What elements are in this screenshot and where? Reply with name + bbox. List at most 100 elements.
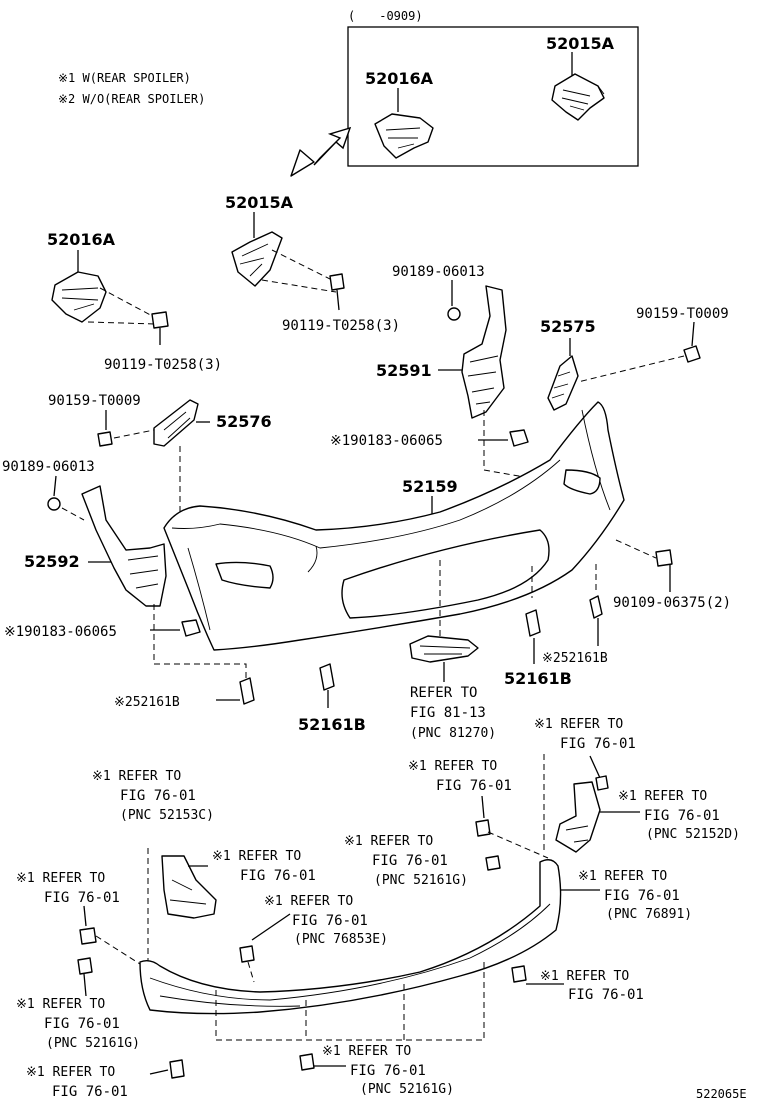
inset-period-label: ( -0909) xyxy=(348,9,423,23)
ref-r7-l2: FIG 76-01 xyxy=(604,888,680,904)
ref-r9-l3: (PNC 76853E) xyxy=(294,932,388,947)
clip-90189-right xyxy=(447,307,461,321)
ref-r3-l3: (PNC 52152D) xyxy=(646,827,740,842)
inset-box: ( -0909) 52015A 52016A xyxy=(347,9,639,167)
ref-r3-l1: ※1 REFER TO xyxy=(618,789,707,804)
label-90183-right: ※190183-06065 xyxy=(330,433,443,449)
arrow-head xyxy=(290,149,315,177)
fastener-r10 xyxy=(511,965,527,983)
bolt-90119-a xyxy=(329,273,345,291)
ref-r13-l2: FIG 76-01 xyxy=(52,1084,128,1100)
inset-part-52016a: 52016A xyxy=(365,69,434,88)
label-52161b-mid: 52161B xyxy=(504,669,572,688)
clip-90183-right xyxy=(509,429,529,447)
ref-r11-l2: FIG 76-01 xyxy=(44,1016,120,1032)
ref-fig8113-l2: FIG 81-13 xyxy=(410,705,486,721)
note-w-spoiler: ※1 W(REAR SPOILER) xyxy=(58,71,191,85)
clip-90183-left xyxy=(181,619,201,637)
ref-r2-l2: FIG 76-01 xyxy=(436,778,512,794)
bracket-52015a xyxy=(231,231,283,287)
diagram-id: 522065E xyxy=(696,1087,747,1101)
fastener-52161b-mid xyxy=(525,609,541,637)
fastener-52161b-left xyxy=(239,677,255,705)
label-90189-right: 90189-06013 xyxy=(392,264,485,280)
ref-r9-l2: FIG 76-01 xyxy=(292,913,368,929)
clip-r1 xyxy=(595,775,609,791)
ref-r4-l2: FIG 76-01 xyxy=(120,788,196,804)
label-52575: 52575 xyxy=(540,317,596,336)
inset-bracket-52015a xyxy=(551,73,605,121)
label-52159: 52159 xyxy=(402,477,458,496)
fastener-52161b-center xyxy=(319,663,335,691)
ref-r12-l1: ※1 REFER TO xyxy=(322,1044,411,1059)
fastener-r12 xyxy=(299,1053,315,1071)
fastener-r11 xyxy=(77,957,93,975)
ref-r6-l1: ※1 REFER TO xyxy=(212,849,301,864)
inset-part-52015a: 52015A xyxy=(546,34,615,53)
label-90119-b: 90119-T0258(3) xyxy=(104,357,222,373)
bracket-52016a xyxy=(51,271,107,323)
fastener-r2 xyxy=(475,819,491,837)
fastener-r5 xyxy=(485,855,501,871)
label-52161b-left: ※252161B xyxy=(114,695,180,710)
bracket-r3 xyxy=(555,781,601,853)
bumper-cover-52159 xyxy=(163,401,625,651)
fastener-52161b-right xyxy=(589,595,603,619)
ref-r5-l3: (PNC 52161G) xyxy=(374,873,468,888)
bracket-r4 xyxy=(161,855,217,919)
ref-r13-l1: ※1 REFER TO xyxy=(26,1065,115,1080)
screw-90159-right xyxy=(683,345,701,363)
label-52591: 52591 xyxy=(376,361,432,380)
direction-arrow xyxy=(313,126,352,166)
bracket-52591 xyxy=(461,285,507,419)
rear-spoiler xyxy=(139,859,562,1015)
ref-r4-l1: ※1 REFER TO xyxy=(92,769,181,784)
bracket-52592 xyxy=(81,485,167,607)
label-52016a: 52016A xyxy=(47,230,116,249)
label-52592: 52592 xyxy=(24,552,80,571)
note-wo-spoiler: ※2 W/O(REAR SPOILER) xyxy=(58,92,205,106)
ref-r1-l2: FIG 76-01 xyxy=(560,736,636,752)
retainer-52575 xyxy=(547,355,579,411)
ref-r12-l2: FIG 76-01 xyxy=(350,1063,426,1079)
ref-r8-l2: FIG 76-01 xyxy=(44,890,120,906)
ref-r10-l2: FIG 76-01 xyxy=(568,987,644,1003)
ref-r8-l1: ※1 REFER TO xyxy=(16,871,105,886)
label-90119-a: 90119-T0258(3) xyxy=(282,318,400,334)
ref-r5-l1: ※1 REFER TO xyxy=(344,834,433,849)
label-90189-left: 90189-06013 xyxy=(2,459,95,475)
ref-fig8113-l3: (PNC 81270) xyxy=(410,726,496,741)
ref-r2-l1: ※1 REFER TO xyxy=(408,759,497,774)
ref-r6-l2: FIG 76-01 xyxy=(240,868,316,884)
ref-r3-l2: FIG 76-01 xyxy=(644,808,720,824)
inset-bracket-52016a xyxy=(374,113,434,159)
label-52015a: 52015A xyxy=(225,193,294,212)
ref-r1-l1: ※1 REFER TO xyxy=(534,717,623,732)
label-90109: 90109-06375(2) xyxy=(613,595,731,611)
label-90159-right: 90159-T0009 xyxy=(636,306,729,322)
label-90159-left: 90159-T0009 xyxy=(48,393,141,409)
retainer-52576 xyxy=(153,399,199,447)
fastener-r8 xyxy=(79,927,97,945)
clip-r9 xyxy=(239,945,255,963)
bolt-90119-b xyxy=(151,311,169,329)
ref-r9-l1: ※1 REFER TO xyxy=(264,894,353,909)
ref-r11-l1: ※1 REFER TO xyxy=(16,997,105,1012)
ref-r7-l1: ※1 REFER TO xyxy=(578,869,667,884)
ref-r11-l3: (PNC 52161G) xyxy=(46,1036,140,1051)
ref-r10-l1: ※1 REFER TO xyxy=(540,969,629,984)
ref-r5-l2: FIG 76-01 xyxy=(372,853,448,869)
fastener-r13 xyxy=(169,1059,185,1079)
label-52576: 52576 xyxy=(216,412,272,431)
ref-r7-l3: (PNC 76891) xyxy=(606,907,692,922)
ref-r4-l3: (PNC 52153C) xyxy=(120,808,214,823)
label-52161b-right: ※252161B xyxy=(542,651,608,666)
ref-r12-l3: (PNC 52161G) xyxy=(360,1082,454,1097)
screw-90159-left xyxy=(97,431,113,447)
module-81270 xyxy=(409,635,479,663)
screw-90109 xyxy=(655,549,673,567)
label-90183-left: ※190183-06065 xyxy=(4,624,117,640)
label-52161b-center: 52161B xyxy=(298,715,366,734)
